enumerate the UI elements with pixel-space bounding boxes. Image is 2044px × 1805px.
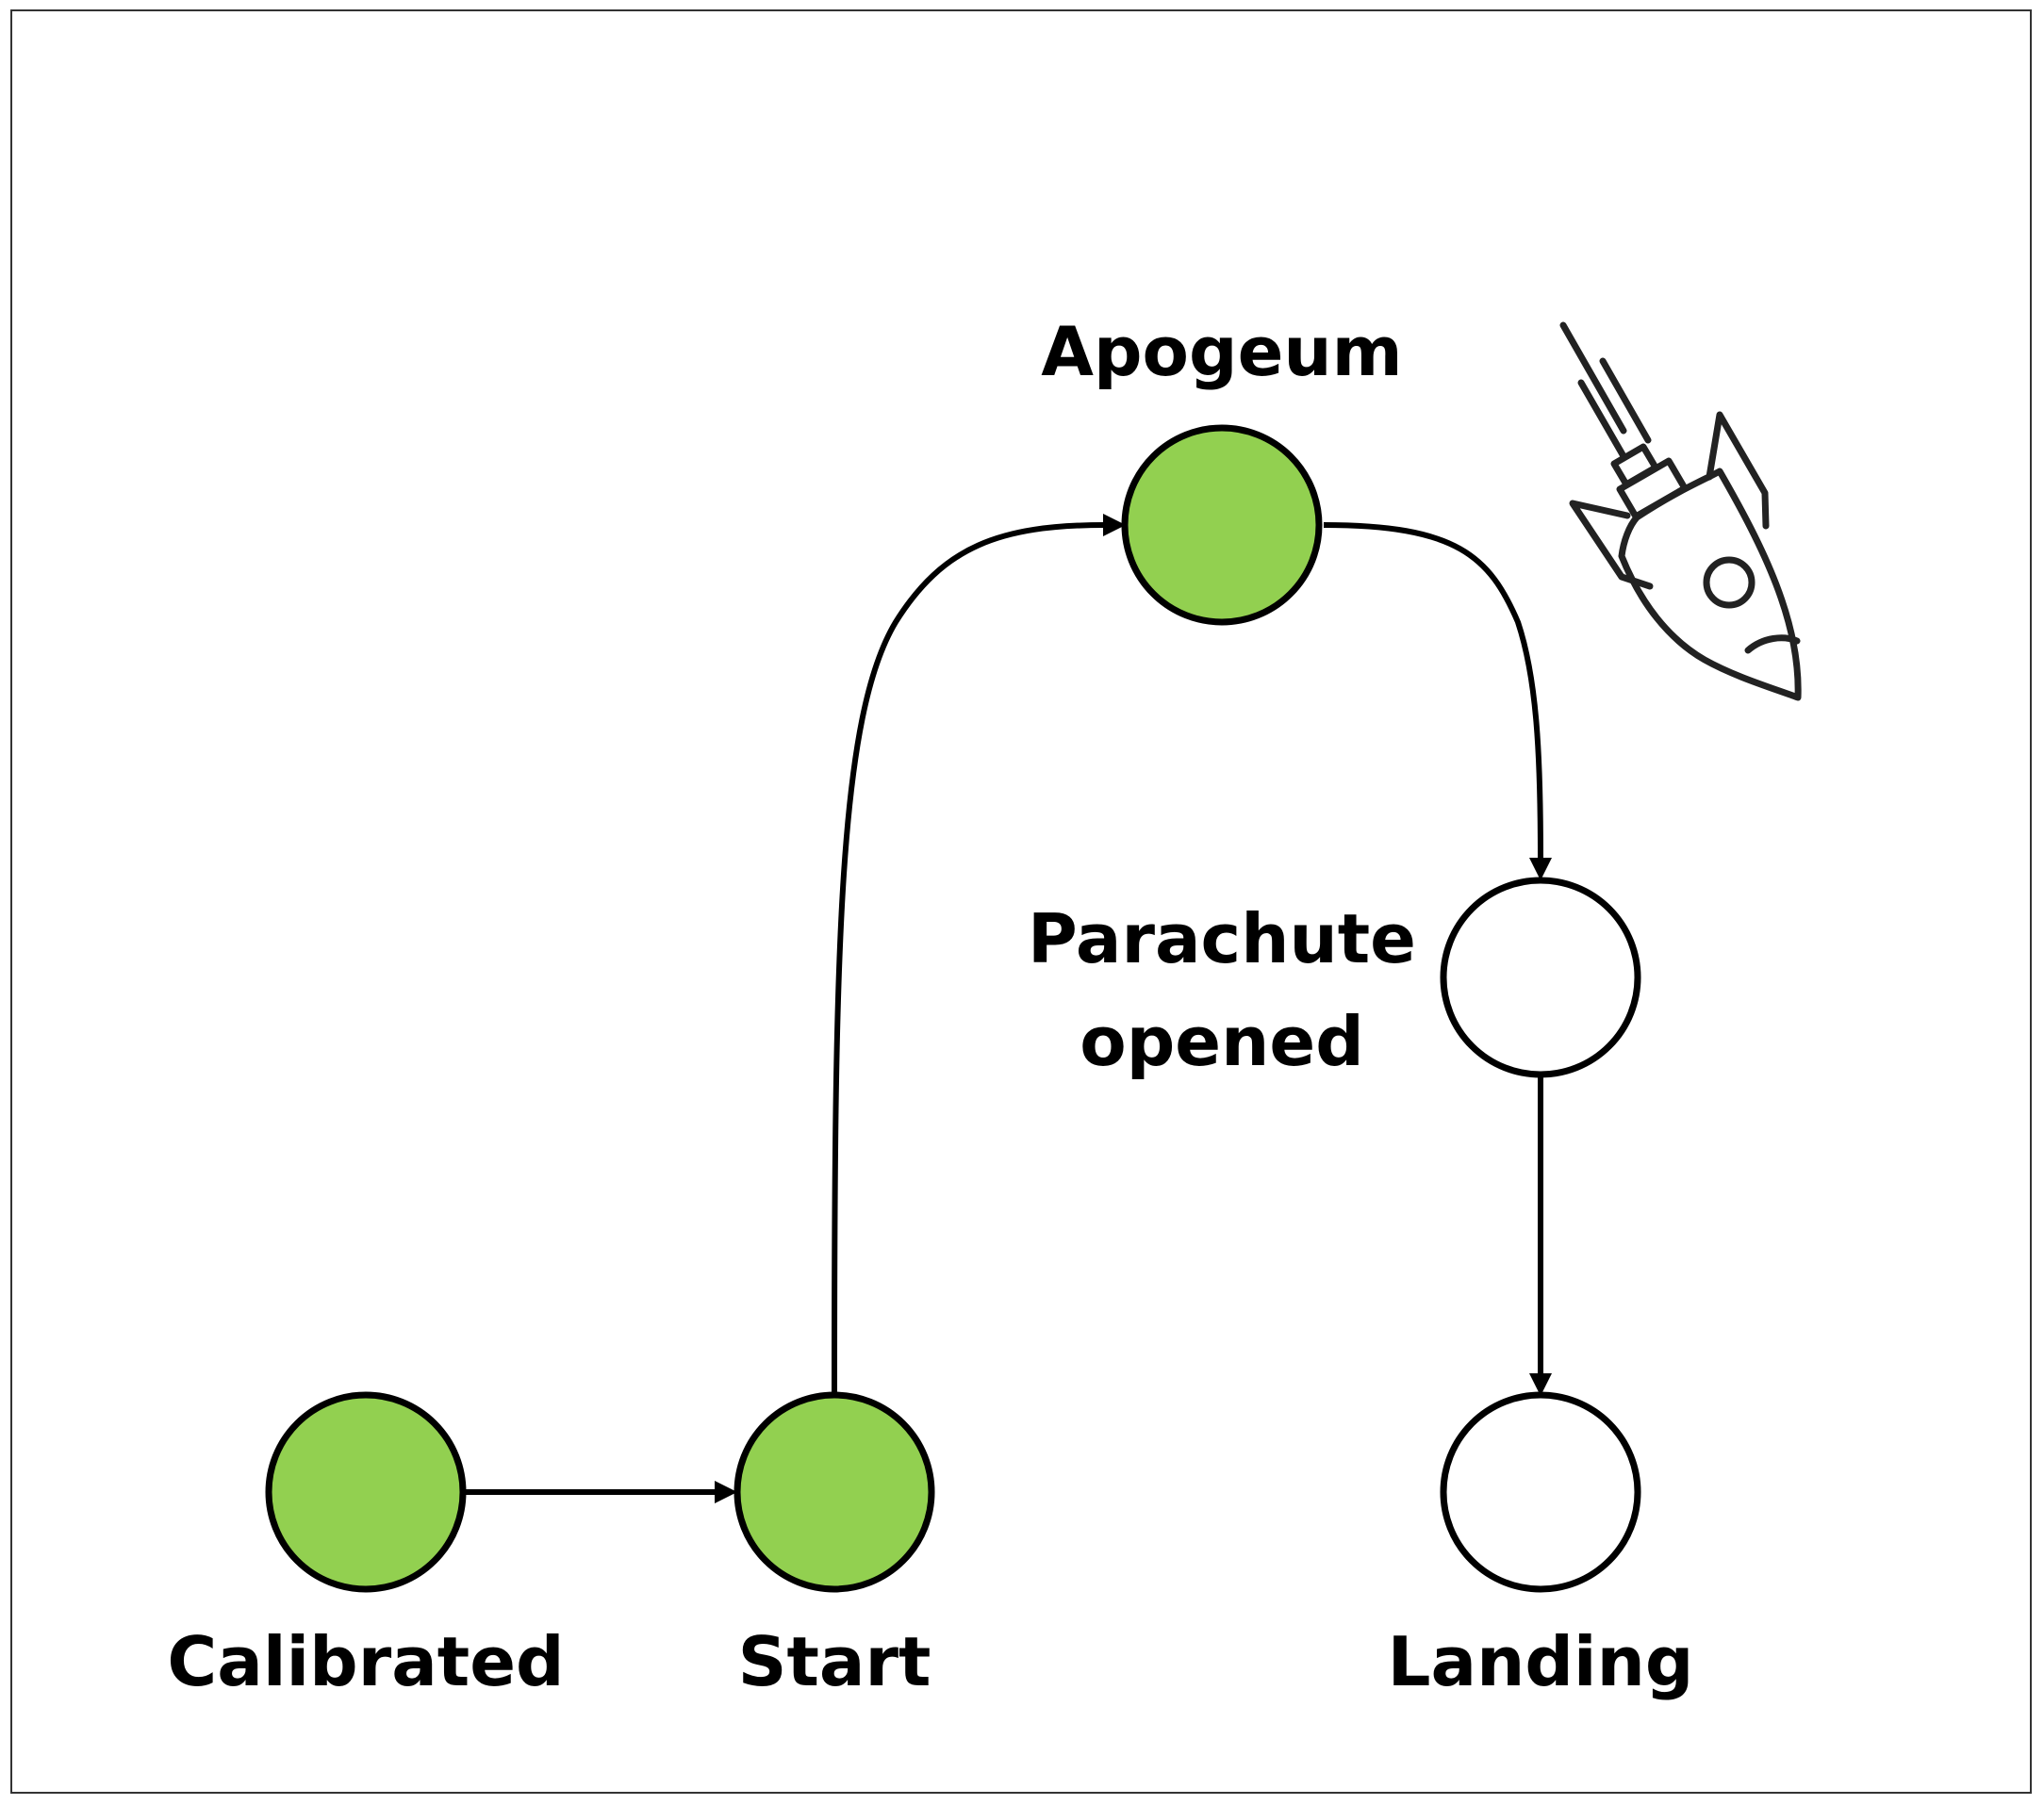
label-start: Start [738,1622,931,1701]
edges [465,514,1552,1503]
edge-start-to-apogeum [832,522,1106,1394]
label-calibrated: Calibrated [167,1622,564,1701]
edge-start-to-apogeum-arrowhead [1103,514,1126,536]
label-parachute-line2: opened [1080,1002,1363,1081]
edge-calibrated-to-start-arrowhead [715,1481,737,1503]
nodes [265,424,1641,1593]
labels: Apogeum Parachute opened Calibrated Star… [167,312,1693,1701]
diagram-frame [10,9,2032,1794]
edge-apogeum-to-parachute [1323,522,1543,859]
rocket-icon [1559,321,1802,701]
node-parachute-opened[interactable] [1440,877,1641,1078]
node-apogeum[interactable] [1121,424,1323,626]
edge-apogeum-to-parachute-arrowhead [1529,858,1552,880]
node-landing[interactable] [1440,1391,1641,1593]
edge-parachute-to-landing-arrowhead [1529,1373,1552,1396]
label-parachute-line1: Parachute [1028,899,1416,978]
label-apogeum: Apogeum [1041,312,1402,391]
node-start[interactable] [734,1391,935,1593]
label-landing: Landing [1388,1622,1694,1701]
node-calibrated[interactable] [265,1391,467,1593]
